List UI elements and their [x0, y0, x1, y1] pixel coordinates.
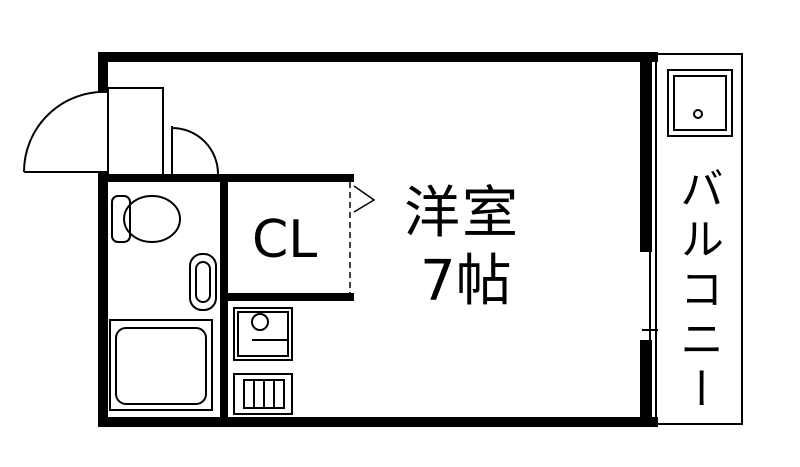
closet-label: CL — [252, 210, 318, 270]
washbasin-icon — [189, 253, 217, 311]
wall-bottom — [98, 417, 658, 427]
room-size-label: 7帖 — [420, 249, 512, 314]
wall-top — [98, 52, 658, 62]
wall-right-lower — [640, 340, 652, 427]
outer-walls — [98, 52, 658, 427]
balcony-label: バルコニー — [672, 166, 723, 416]
entrance-door — [22, 87, 164, 177]
stove-icon — [233, 373, 293, 415]
kitchen-sink-icon — [233, 307, 293, 361]
balcony-area — [642, 53, 743, 425]
closet-walls — [222, 174, 354, 301]
closet-door — [349, 182, 376, 293]
toilet-icon — [111, 195, 181, 243]
wall-right-upper — [640, 52, 652, 252]
bathroom-door — [171, 126, 219, 178]
wall-left-upper — [98, 52, 108, 92]
bathtub-icon — [109, 319, 213, 411]
wall-left-lower — [98, 172, 108, 427]
room-name-western: 洋室 — [404, 181, 520, 246]
